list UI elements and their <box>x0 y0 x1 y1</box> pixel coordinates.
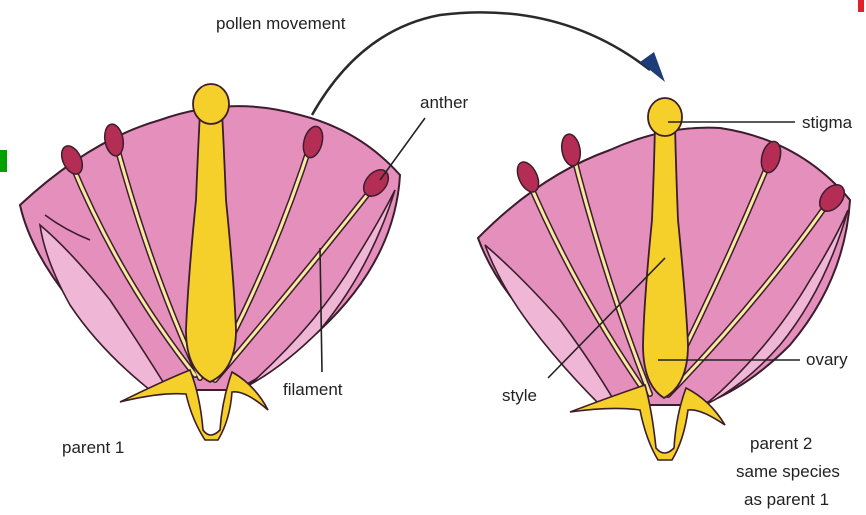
label-style: style <box>502 386 537 405</box>
label-stigma: stigma <box>802 113 853 132</box>
flower2-anther-2 <box>559 133 582 168</box>
label-parent-2: parent 2 <box>750 434 812 453</box>
anther-leader <box>380 118 425 180</box>
label-pollen-movement: pollen movement <box>216 14 346 33</box>
flower2-stigma <box>648 98 682 136</box>
label-same-species: same species <box>736 462 840 481</box>
flower-parent-2 <box>478 98 850 460</box>
flower1-stigma <box>193 84 229 124</box>
green-edge-mark <box>0 150 7 172</box>
label-ovary: ovary <box>806 350 848 369</box>
label-filament: filament <box>283 380 343 399</box>
label-parent-1: parent 1 <box>62 438 124 457</box>
label-anther: anther <box>420 93 469 112</box>
flower-parent-1 <box>20 84 400 440</box>
red-edge-mark <box>858 0 864 12</box>
pollen-movement-arrow <box>312 12 650 115</box>
pollen-arrowhead <box>640 52 665 82</box>
label-as-parent-1: as parent 1 <box>744 490 829 509</box>
